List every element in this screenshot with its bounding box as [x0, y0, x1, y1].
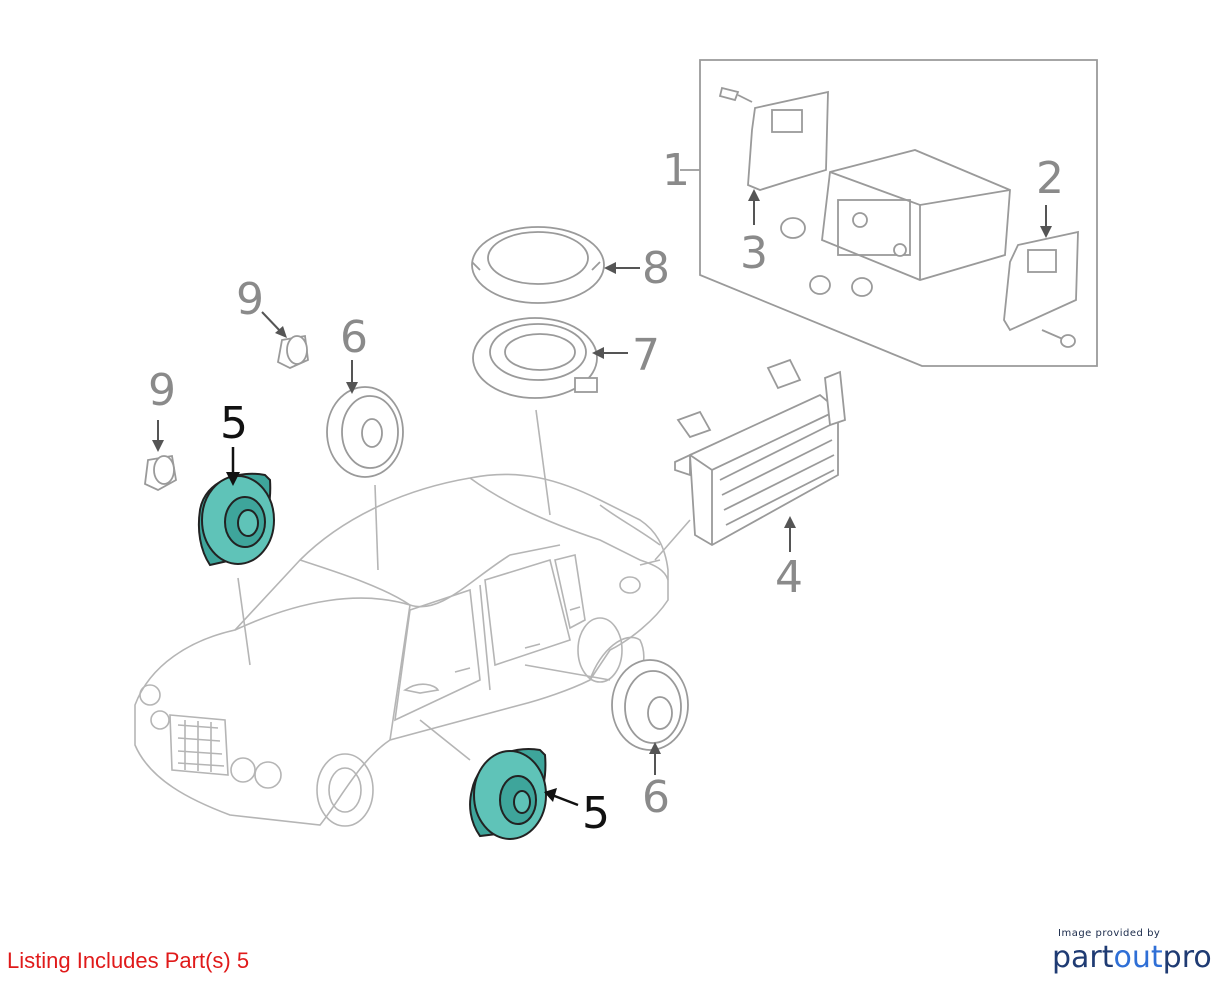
callout-9-upper: 9: [236, 274, 264, 325]
amplifier: [674, 358, 846, 547]
provider-credit: Image provided by partoutpro: [1052, 928, 1212, 975]
tweeter-part-9-upper: [276, 334, 309, 369]
callout-4: 4: [775, 552, 803, 603]
partoutpro-logo: partoutpro: [1052, 941, 1212, 975]
logo-part: part: [1052, 940, 1114, 975]
speaker-part-7: [472, 317, 598, 399]
head-unit-group: [680, 59, 1098, 367]
callout-5-lower: 5: [582, 788, 610, 839]
provider-caption: Image provided by: [1058, 928, 1161, 939]
callout-arrows: [152, 189, 1052, 807]
logo-out: out: [1113, 940, 1163, 975]
callout-3: 3: [740, 228, 768, 279]
logo-pro: pro: [1162, 940, 1212, 975]
callout-9-lower: 9: [148, 365, 176, 416]
speaker-part-6-lower: [611, 659, 689, 751]
callout-2: 2: [1036, 153, 1064, 204]
leader-lines: [237, 409, 691, 761]
callout-7: 7: [632, 330, 660, 381]
callout-5-upper: 5: [220, 398, 248, 449]
callout-1: 1: [662, 145, 690, 196]
callout-6-upper: 6: [340, 312, 368, 363]
tweeter-part-9-lower: [144, 454, 177, 492]
callout-6-lower: 6: [642, 772, 670, 823]
callout-8: 8: [642, 243, 670, 294]
speaker-part-5-upper: [197, 472, 275, 567]
car-outline: [134, 473, 669, 827]
speaker-part-6-upper: [326, 386, 404, 478]
speaker-part-8: [471, 226, 605, 304]
speaker-part-5-lower: [469, 748, 547, 840]
listing-includes-text: Listing Includes Part(s) 5: [7, 948, 250, 973]
